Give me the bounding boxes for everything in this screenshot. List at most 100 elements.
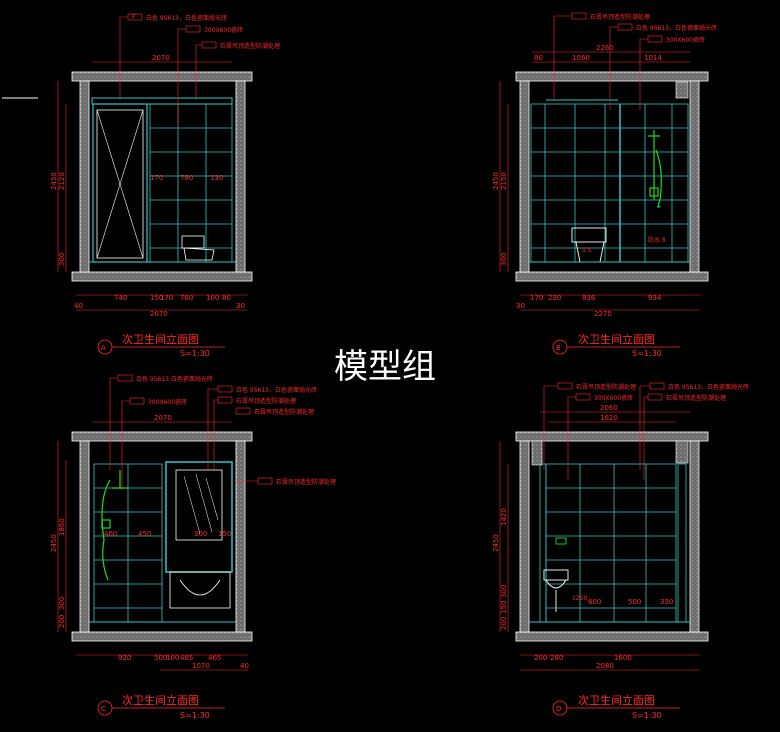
svg-text:石膏吊顶造型防潮处理: 石膏吊顶造型防潮处理 [590,13,650,21]
basin [179,579,221,596]
toilet [181,235,215,261]
svg-text:80: 80 [534,54,543,62]
svg-text:460: 460 [104,530,117,538]
svg-text:450: 450 [138,530,151,538]
svg-text:1420: 1420 [500,508,508,526]
svg-text:934: 934 [648,294,662,302]
svg-text:740: 740 [114,294,127,302]
svg-text:D: D [556,705,561,713]
svg-text:836: 836 [582,294,596,302]
svg-text:A: A [101,344,106,352]
svg-text:40: 40 [240,662,249,670]
svg-text:80: 80 [222,294,231,302]
elevation-c-title: 次卫生间立面图 [122,693,199,707]
shower-head [101,470,128,581]
svg-text:100: 100 [166,654,179,662]
callouts-c: 白色 95613 白色瓷面抛光砖 300X600瓷砖 白色 95613，白色瓷面… [109,374,336,490]
svg-text:F: F [132,14,136,21]
svg-text:300: 300 [500,253,508,266]
elevation-b: 5.5 防水 8 石膏吊顶造型防潮处理 白色 95613，白色瓷面抛光砖 300… [492,12,717,358]
svg-text:30: 30 [516,302,525,310]
svg-text:300X600瓷砖: 300X600瓷砖 [148,398,187,406]
svg-text:300: 300 [58,597,66,610]
svg-text:2450: 2450 [50,534,58,552]
svg-text:2270: 2270 [594,310,612,318]
washbasin [543,569,569,612]
left-wall [79,80,90,273]
svg-text:170: 170 [150,174,163,182]
elevation-d: 1250 石膏吊顶造型防潮处理 白色 95613，白色瓷面抛光砖 300X600… [492,382,749,720]
svg-text:130: 130 [210,174,223,182]
svg-text:300: 300 [500,585,508,598]
svg-text:1250: 1250 [572,595,587,602]
elevation-a-title: 次卫生间立面图 [122,332,199,346]
svg-text:石膏吊顶造型防潮处理: 石膏吊顶造型防潮处理 [576,383,636,391]
svg-text:920: 920 [118,654,131,662]
elevation-c: 白色 95613 白色瓷面抛光砖 300X600瓷砖 白色 95613，白色瓷面… [50,374,336,720]
svg-text:1600: 1600 [614,654,632,662]
svg-text:石膏吊顶造型防潮处理: 石膏吊顶造型防潮处理 [236,397,296,405]
svg-text:300: 300 [58,253,66,266]
svg-text:2260: 2260 [596,44,614,52]
svg-text:S=1:30: S=1:30 [632,711,662,720]
svg-text:200: 200 [58,615,66,628]
callouts-d: 石膏吊顶造型防潮处理 白色 95613，白色瓷面抛光砖 300X600瓷砖 石膏… [543,382,749,480]
svg-text:100: 100 [206,294,219,302]
svg-text:2070: 2070 [150,310,168,318]
svg-text:600: 600 [588,598,601,606]
svg-text:150: 150 [500,601,508,614]
svg-text:石膏吊顶造型防潮处理: 石膏吊顶造型防潮处理 [276,478,336,486]
svg-text:500: 500 [628,598,641,606]
svg-text:150: 150 [218,530,231,538]
svg-text:200: 200 [534,654,547,662]
svg-text:2450: 2450 [50,172,58,190]
svg-text:S=1:30: S=1:30 [180,349,210,358]
svg-text:白色 95613 白色瓷面抛光砖: 白色 95613 白色瓷面抛光砖 [136,375,213,383]
svg-text:465: 465 [180,654,193,662]
svg-text:230: 230 [548,294,561,302]
svg-text:2080: 2080 [596,662,614,670]
door-diagonal [96,109,144,259]
svg-text:300X600瓷砖: 300X600瓷砖 [204,26,243,34]
callouts-b: 石膏吊顶造型防潮处理 白色 95613，白色瓷面抛光砖 300X600瓷砖 [553,12,717,110]
svg-text:2450: 2450 [492,172,500,190]
svg-text:1060: 1060 [572,54,590,62]
svg-text:40: 40 [74,302,83,310]
toilet [571,227,607,263]
svg-text:330: 330 [660,598,673,606]
svg-text:白色 95613，白色瓷面抛光砖: 白色 95613，白色瓷面抛光砖 [668,383,749,391]
ceiling-slab [71,71,253,82]
svg-text:2070: 2070 [152,54,170,62]
elevation-a: F 白色 95613，白色瓷面抛光砖 300X600瓷砖 石膏吊顶造型防潮处理 … [50,13,280,358]
shower-head [648,130,662,208]
svg-text:1860: 1860 [58,518,66,536]
svg-text:2120: 2120 [58,172,66,190]
faucet [555,537,567,545]
right-wall [235,80,246,273]
ceiling-line [91,97,233,105]
svg-text:S=1:30: S=1:30 [632,349,662,358]
mirror [175,469,223,541]
svg-text:1014: 1014 [644,54,662,62]
svg-text:2450: 2450 [492,534,500,552]
elevation-d-title: 次卫生间立面图 [578,693,655,707]
svg-text:300: 300 [194,530,207,538]
svg-text:465: 465 [208,654,221,662]
svg-text:2060: 2060 [600,404,618,412]
tile-grid [149,103,233,263]
svg-text:防水 8: 防水 8 [648,236,666,244]
svg-text:白色 95613，白色瓷面抛光砖: 白色 95613，白色瓷面抛光砖 [236,386,317,394]
svg-text:S=1:30: S=1:30 [180,711,210,720]
svg-text:300X600瓷砖: 300X600瓷砖 [594,394,633,402]
svg-text:280: 280 [550,654,563,662]
svg-text:30: 30 [236,302,245,310]
svg-text:150: 150 [150,294,163,302]
door-panel [96,109,144,259]
svg-text:760: 760 [180,294,193,302]
svg-text:200: 200 [500,617,508,630]
svg-text:1620: 1620 [600,414,618,422]
floor-slab [71,271,253,282]
svg-text:5.5: 5.5 [582,247,592,254]
svg-text:2070: 2070 [154,414,172,422]
